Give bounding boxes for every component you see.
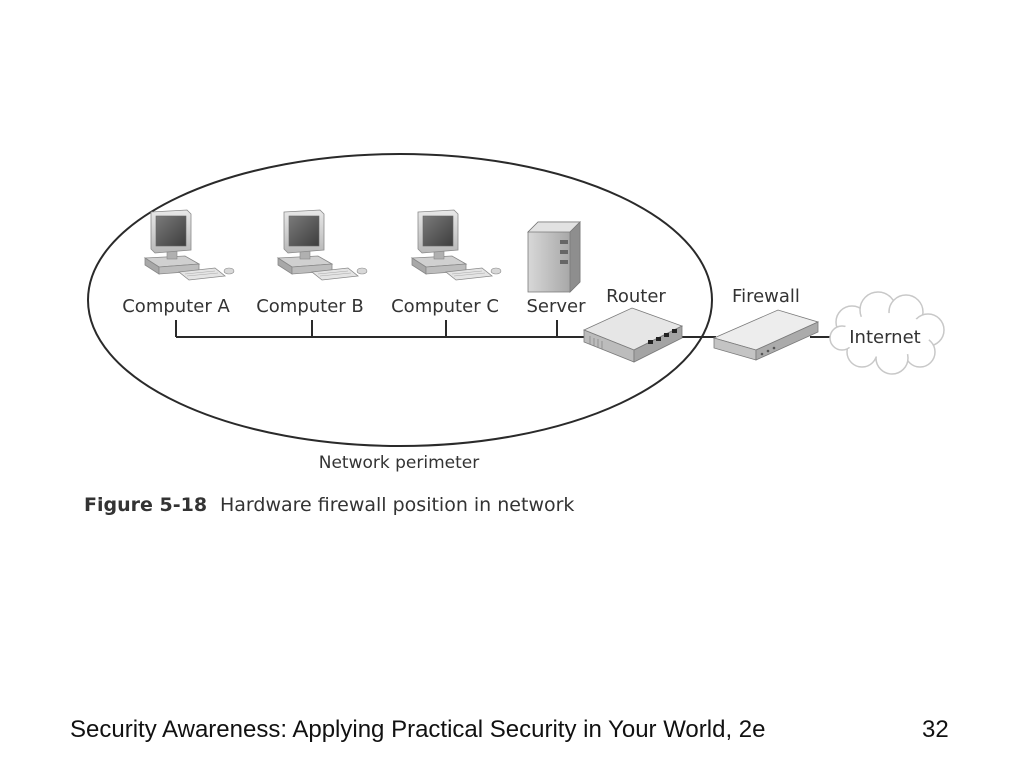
internet-cloud-icon: [829, 291, 945, 375]
page-number: 32: [922, 716, 949, 743]
computer-b-icon: [277, 209, 368, 281]
computer-b-label: Computer B: [256, 296, 364, 317]
network-perimeter-label: Network perimeter: [319, 453, 479, 473]
server-label: Server: [526, 296, 586, 317]
computer-a-label: Computer A: [122, 296, 230, 317]
router-icon: [582, 307, 684, 363]
server-icon: [527, 221, 581, 293]
network-links: [175, 320, 830, 338]
computer-c-icon: [411, 209, 502, 281]
figure-caption: Hardware firewall position in network: [220, 494, 574, 516]
computer-c-label: Computer C: [391, 296, 499, 317]
internet-label: Internet: [849, 327, 920, 348]
figure-number: Figure 5-18: [84, 494, 207, 516]
router-label: Router: [606, 286, 666, 307]
firewall-label: Firewall: [732, 286, 800, 307]
footer-title: Security Awareness: Applying Practical S…: [70, 716, 766, 743]
network-perimeter-boundary: [87, 153, 713, 447]
computer-a-icon: [144, 209, 235, 281]
firewall-icon: [712, 309, 820, 361]
